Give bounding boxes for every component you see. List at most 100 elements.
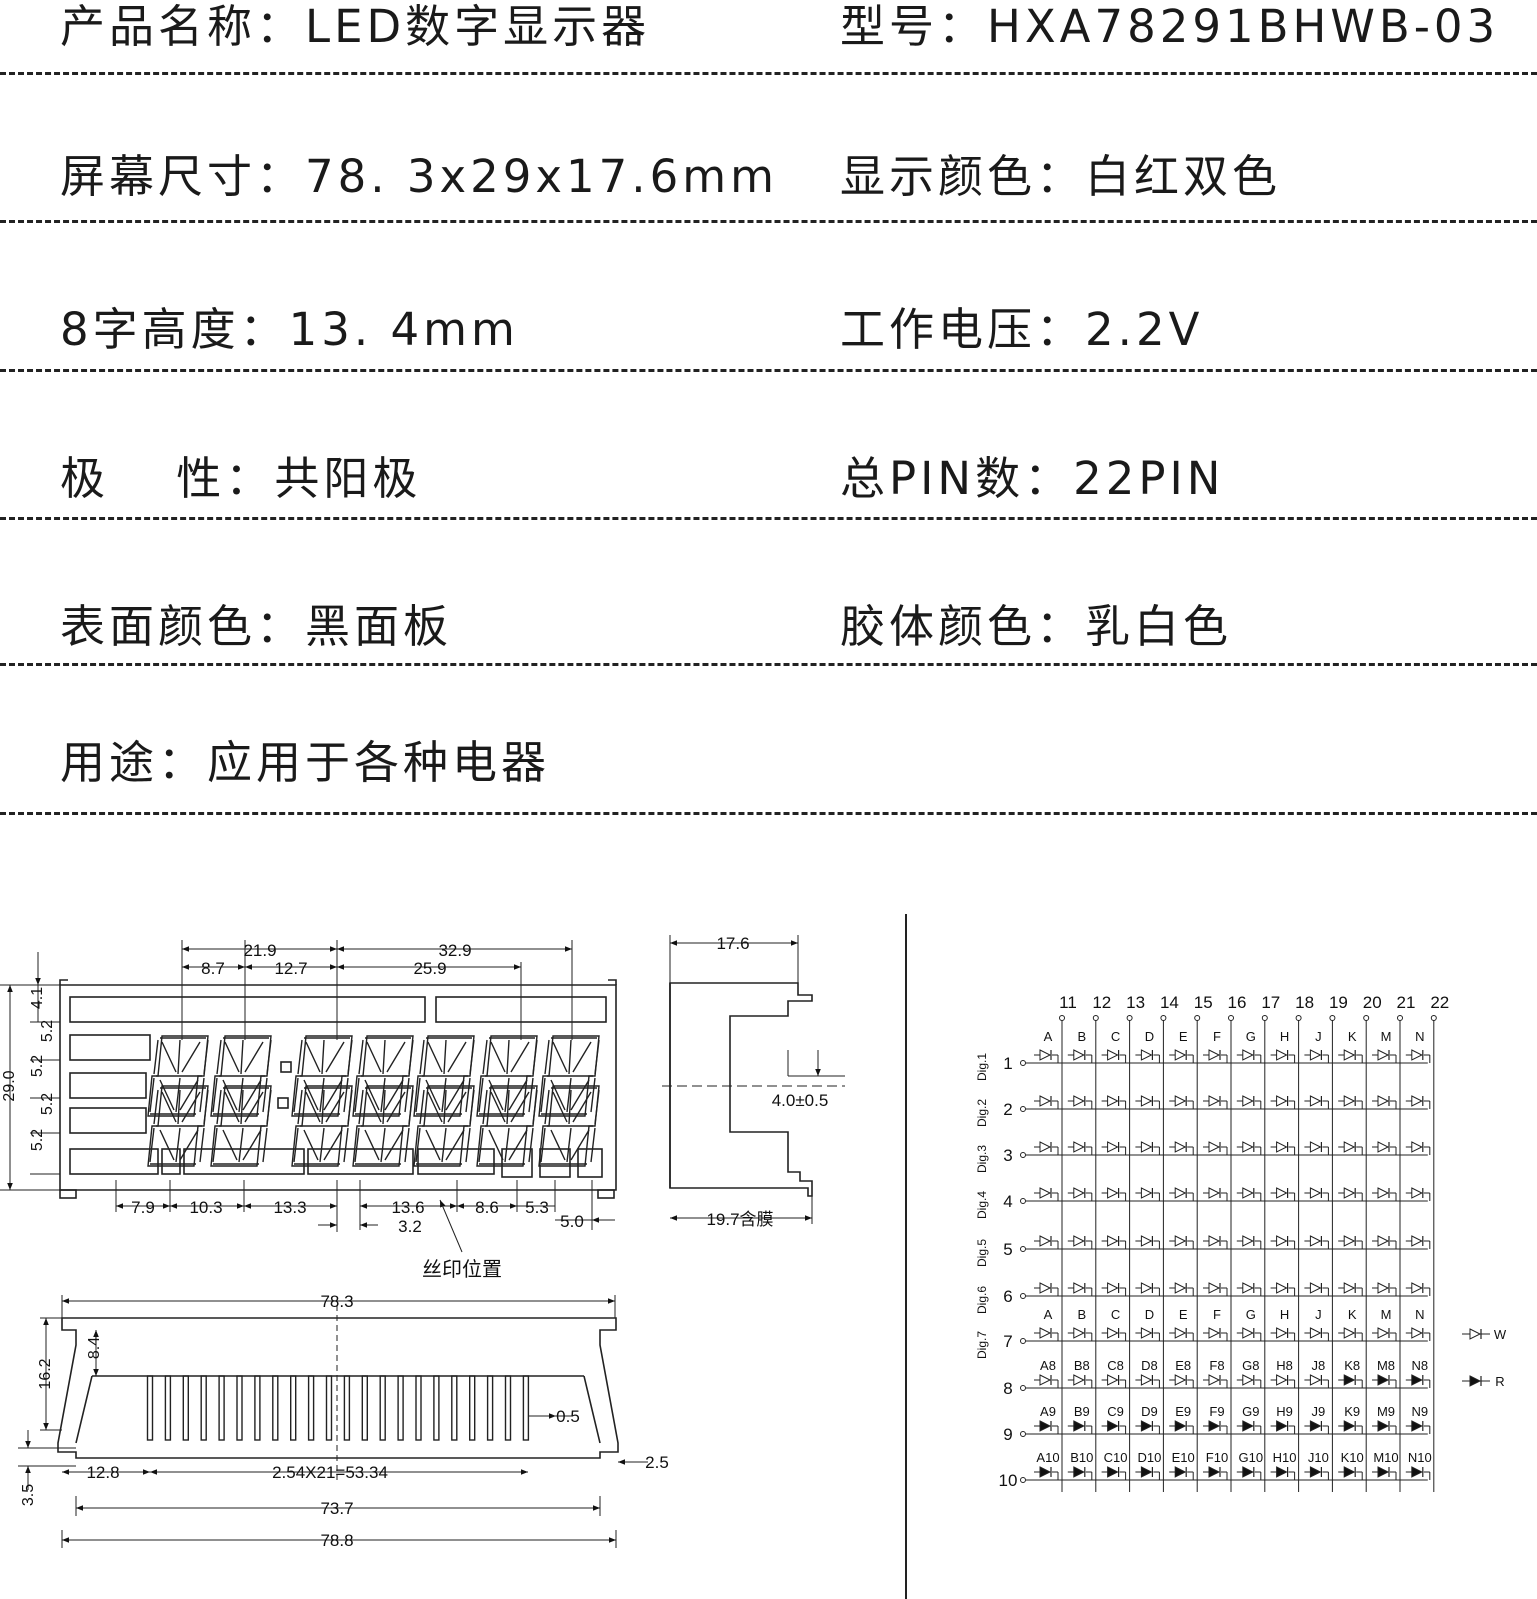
dim-5-2b: 5.2: [29, 1055, 46, 1077]
segment-label: E9: [1175, 1404, 1191, 1419]
segment-label: G8: [1242, 1358, 1259, 1373]
diode-icon: [1140, 1187, 1153, 1199]
digit-cell: [413, 1035, 475, 1117]
dim-29-0: 29.0: [1, 1070, 18, 1101]
legend-label: R: [1495, 1374, 1504, 1389]
row-number: 7: [1003, 1332, 1012, 1351]
dim-78-8: 78.8: [320, 1531, 353, 1550]
diode-icon: [1073, 1420, 1085, 1432]
segment-label: K: [1348, 1029, 1357, 1044]
diode-icon: [1107, 1141, 1119, 1153]
screen-print-label: 丝印位置: [422, 1258, 502, 1281]
diode-icon: [1309, 1095, 1322, 1107]
dashed-divider: [0, 369, 1537, 372]
dim-8-4: 8.4: [86, 1337, 103, 1359]
diode-icon: [1309, 1282, 1322, 1294]
technical-drawing: 21.9 32.9 8.7 12.7 25.9 4.1 5.2 5.2 5.2 …: [0, 914, 1507, 1599]
dim-10-3: 10.3: [189, 1198, 222, 1217]
segment-label: E: [1179, 1307, 1188, 1322]
spec-value: 共阳极: [274, 452, 422, 505]
segment-label: F: [1213, 1307, 1221, 1322]
spec-right: 显示颜色：白红双色: [840, 154, 1281, 199]
segment-label: H: [1280, 1029, 1289, 1044]
segment-label: C: [1111, 1029, 1120, 1044]
row-node: [1020, 1152, 1026, 1158]
diode-icon: [1276, 1235, 1288, 1247]
segment-label: A8: [1040, 1358, 1056, 1373]
digit-cell: [147, 1085, 209, 1167]
digit-segments: [293, 1037, 353, 1115]
spec-label: 工作电压：: [840, 303, 1086, 356]
diode-icon: [1140, 1282, 1153, 1294]
diode-icon: [1208, 1282, 1221, 1294]
spec-label: 8字高度：: [60, 303, 289, 356]
digit-inner-segments: [550, 1039, 592, 1113]
row-node: [1020, 1198, 1026, 1204]
diode-icon: [1174, 1374, 1187, 1386]
segment-label: N: [1415, 1029, 1424, 1044]
pin-number: 18: [1295, 993, 1314, 1012]
diode-icon: [1107, 1374, 1119, 1386]
diode-icon: [1276, 1049, 1288, 1061]
pin: [218, 1375, 225, 1441]
digit-inner-segments: [364, 1039, 406, 1113]
diode-icon: [1343, 1235, 1356, 1247]
row-node: [1020, 1106, 1026, 1112]
dim-5-0: 5.0: [560, 1212, 584, 1231]
spec-value: 78. 3x29x17.6mm: [305, 150, 778, 203]
pin-number: 15: [1194, 993, 1213, 1012]
segment-label: F8: [1209, 1358, 1224, 1373]
digit-segments: [149, 1037, 209, 1115]
pin: [325, 1375, 333, 1441]
pin: [361, 1375, 368, 1441]
pin-node: [1228, 1015, 1234, 1021]
digit-segments: [354, 1037, 414, 1115]
spec-label: 屏幕尺寸：: [60, 150, 306, 203]
diode-icon: [1174, 1327, 1187, 1339]
spec-value: 乳白色: [1085, 600, 1233, 653]
diode-icon: [1411, 1187, 1423, 1199]
diode-icon: [1208, 1235, 1221, 1247]
diode-icon: [1377, 1187, 1390, 1199]
segment-label: A: [1044, 1307, 1053, 1322]
diode-icon: [1073, 1095, 1085, 1107]
row-number: 2: [1003, 1100, 1012, 1119]
diode-icon: [1309, 1187, 1322, 1199]
row-node: [1020, 1431, 1026, 1437]
dim-pitch: 2.54X21=53.34: [272, 1463, 388, 1482]
row-node: [1020, 1385, 1026, 1391]
digit-segments: [415, 1037, 475, 1115]
pin-number: 19: [1329, 993, 1348, 1012]
diode-icon: [1140, 1374, 1153, 1386]
diode-icon: [1073, 1282, 1085, 1294]
diode-icon: [1039, 1141, 1052, 1153]
diode-icon: [1208, 1420, 1221, 1432]
diode-icon: [1309, 1049, 1322, 1061]
digit-cell: [291, 1085, 353, 1167]
dig-label: Dig.2: [975, 1099, 989, 1127]
pin: [379, 1375, 386, 1441]
row-node: [1020, 1477, 1026, 1483]
diode-icon: [1411, 1327, 1423, 1339]
segment-label: N10: [1408, 1450, 1432, 1465]
diode-icon: [1039, 1049, 1052, 1061]
diode-icon: [1140, 1420, 1153, 1432]
diode-icon: [1039, 1466, 1052, 1478]
dig-label: Dig.6: [975, 1286, 989, 1314]
diode-icon: [1309, 1141, 1322, 1153]
digit-group: [147, 1035, 600, 1167]
diode-icon: [1343, 1187, 1356, 1199]
spec-left: 产品名称：LED数字显示器: [60, 4, 650, 49]
dig-label: Dig.1: [975, 1053, 989, 1081]
diode-icon: [1411, 1282, 1423, 1294]
pin: [433, 1375, 440, 1441]
digit-inner-segments: [425, 1039, 467, 1113]
digit-inner-segments: [364, 1089, 406, 1163]
digit-inner-segments: [222, 1039, 264, 1113]
dashed-divider: [0, 663, 1537, 666]
digit-segments: [293, 1087, 353, 1165]
diode-icon: [1107, 1187, 1119, 1199]
segment-label: J: [1315, 1029, 1322, 1044]
dig-label: Dig.3: [975, 1145, 989, 1173]
diode-icon: [1208, 1466, 1221, 1478]
